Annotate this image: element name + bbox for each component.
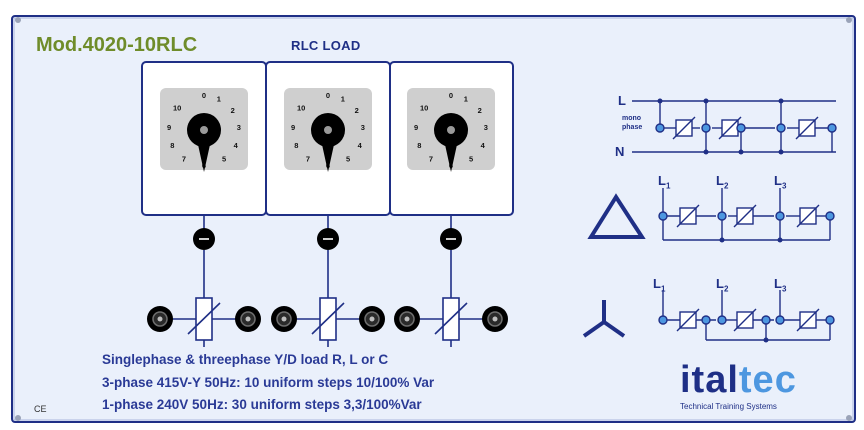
knob-pointer-icon[interactable] — [444, 140, 458, 172]
selectors-layer: 012345678910012345678910012345678910 — [160, 88, 495, 172]
socket-hole — [157, 316, 163, 322]
mono-tag-bottom: phase — [622, 124, 643, 131]
diagram-terminals — [655, 123, 837, 325]
dial-tick-label: 10 — [420, 104, 428, 113]
dial-tick-label: 2 — [355, 106, 359, 115]
phase-index: 1 — [660, 284, 666, 294]
mono-neutral-label: N — [615, 144, 625, 159]
brand-word-main: ital — [680, 359, 739, 401]
dial-tick-label: 5 — [469, 155, 473, 164]
screw-bottom-left — [15, 415, 21, 421]
socket-hole — [369, 316, 375, 322]
knob-center — [324, 126, 332, 134]
brand-tagline: Technical Training Systems — [680, 402, 777, 411]
delta-phase-label-1: L1 — [658, 173, 671, 191]
dial-tick-label: 7 — [429, 155, 433, 164]
dial-tick-label: 4 — [358, 141, 363, 150]
variable-arrow-icon — [311, 302, 345, 335]
dial-tick-label: 1 — [464, 94, 468, 103]
star-phase-label-1: L1 — [653, 276, 666, 294]
panel-shadow-edge — [13, 17, 854, 421]
phase-index: 3 — [781, 284, 787, 294]
selector-2[interactable]: 012345678910 — [284, 88, 372, 172]
dial-tick-label: 3 — [237, 123, 241, 132]
dial-tick-label: 4 — [234, 141, 239, 150]
channels-layer — [147, 215, 508, 347]
dial-tick-label: 10 — [297, 104, 305, 113]
variable-arrow-icon — [434, 302, 468, 335]
screw-top-left — [15, 17, 21, 23]
selector-3[interactable]: 012345678910 — [407, 88, 495, 172]
dial-tick-label: 1 — [341, 94, 345, 103]
load-channel-2 — [271, 215, 385, 347]
brand-logo: italtec — [680, 359, 797, 402]
delta-symbol-icon — [587, 193, 646, 239]
mono-tag-top: mono — [622, 115, 642, 122]
socket-hole — [245, 316, 251, 322]
dial-tick-label: 7 — [182, 155, 186, 164]
dial-tick-label: 7 — [306, 155, 310, 164]
socket-hole — [492, 316, 498, 322]
dial-tick-label: 0 — [326, 91, 330, 100]
mono-line-label: L — [618, 93, 626, 108]
ce-mark-icon: CE — [34, 404, 47, 414]
spec-line-1: Singlephase & threephase Y/D load R, L o… — [102, 352, 389, 367]
dial-tick-label: 2 — [478, 106, 482, 115]
dial-tick-label: 10 — [173, 104, 181, 113]
dial-tick-label: 0 — [202, 91, 206, 100]
delta-phase-label-2: L2 — [716, 173, 729, 191]
brand-word-accent: tec — [738, 359, 797, 401]
dial-tick-label: 3 — [484, 123, 488, 132]
star-symbol-icon — [582, 300, 626, 338]
dial-tick-label: 5 — [346, 155, 350, 164]
star-phase-label-2: L2 — [716, 276, 729, 294]
diagram-nodes — [657, 98, 784, 343]
dial-tick-label: 2 — [231, 106, 235, 115]
dial-tick-label: 1 — [217, 94, 221, 103]
knob-pointer-icon[interactable] — [321, 140, 335, 172]
dial-tick-label: 8 — [417, 141, 421, 150]
selector-1[interactable]: 012345678910 — [160, 88, 248, 172]
spec-line-2: 3-phase 415V-Y 50Hz: 10 uniform steps 10… — [102, 375, 435, 390]
socket-hole — [404, 316, 410, 322]
dial-tick-label: 8 — [170, 141, 174, 150]
panel-title: RLC LOAD — [291, 38, 361, 53]
spec-line-3: 1-phase 240V 50Hz: 30 uniform steps 3,3/… — [102, 397, 422, 412]
model-label: Mod.4020-10RLC — [36, 34, 198, 56]
knob-center — [447, 126, 455, 134]
screw-bottom-right — [846, 415, 852, 421]
mono-phase-diagram — [632, 100, 836, 153]
knob-center — [200, 126, 208, 134]
dial-tick-label: 8 — [294, 141, 298, 150]
variable-arrow-icon — [187, 302, 221, 335]
wiring-diagrams — [582, 98, 837, 343]
dial-tick-label: 9 — [167, 123, 171, 132]
dial-tick-label: 4 — [481, 141, 486, 150]
dial-tick-label: 5 — [222, 155, 226, 164]
star-phase-label-3: L3 — [774, 276, 787, 294]
dial-tick-label: 9 — [414, 123, 418, 132]
load-channel-1 — [147, 215, 261, 347]
dial-tick-label: 3 — [361, 123, 365, 132]
phase-index: 2 — [723, 181, 729, 191]
knob-pointer-icon[interactable] — [197, 140, 211, 172]
load-channel-3 — [394, 215, 508, 347]
delta-phase-label-3: L3 — [774, 173, 787, 191]
socket-hole — [281, 316, 287, 322]
phase-index: 3 — [781, 181, 787, 191]
phase-index: 1 — [665, 181, 671, 191]
dial-tick-label: 9 — [291, 123, 295, 132]
screw-top-right — [846, 17, 852, 23]
phase-index: 2 — [723, 284, 729, 294]
dial-tick-label: 0 — [449, 91, 453, 100]
